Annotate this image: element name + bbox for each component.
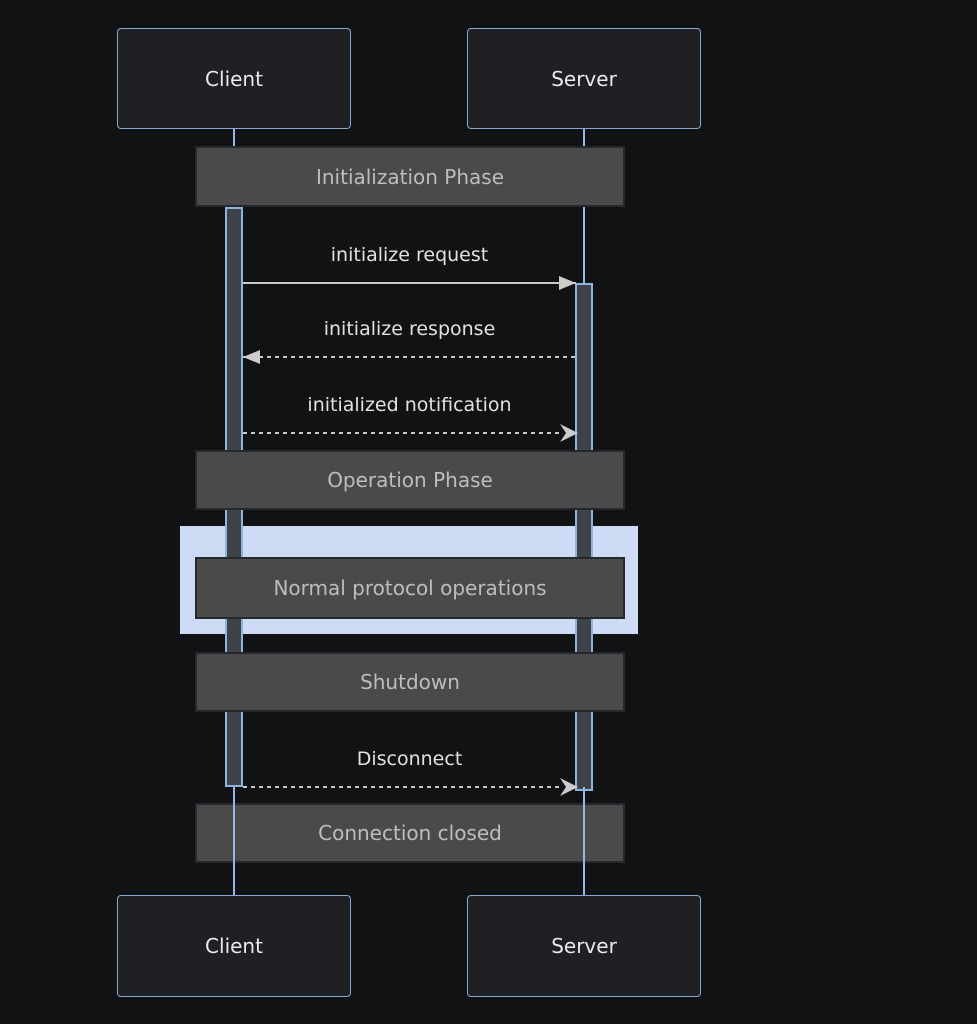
message-line-initialize-request [243, 282, 576, 284]
open-arrowhead-icon [560, 424, 578, 442]
note-label: Connection closed [318, 821, 502, 845]
actor-label: Server [551, 934, 617, 958]
message-label-disconnect: Disconnect [356, 748, 463, 770]
message-label-initialize-response: initialize response [323, 318, 496, 340]
note-normal-operations: Normal protocol operations [195, 557, 625, 619]
note-operation-phase: Operation Phase [195, 450, 625, 510]
actor-box-client-bottom: Client [117, 895, 351, 997]
actor-label: Client [205, 934, 263, 958]
filled-arrowhead-icon [243, 350, 260, 364]
note-initialization-phase: Initialization Phase [195, 146, 625, 207]
actor-box-server-bottom: Server [467, 895, 701, 997]
activation-bar-server [575, 283, 593, 791]
note-label: Initialization Phase [315, 164, 505, 189]
lifeline-server-lower [583, 787, 585, 895]
actor-box-server-top: Server [467, 28, 701, 129]
filled-arrowhead-icon [559, 276, 576, 290]
note-connection-closed: Connection closed [195, 803, 625, 863]
message-line-disconnect [243, 786, 563, 788]
note-label: Shutdown [360, 670, 460, 694]
actor-label: Client [205, 66, 263, 91]
message-line-initialize-response [243, 356, 576, 358]
actor-label: Server [551, 66, 617, 91]
actor-box-client-top: Client [117, 28, 351, 129]
note-label: Operation Phase [327, 468, 493, 492]
open-arrowhead-icon [560, 778, 578, 796]
message-label-initialized-notification: initialized notification [307, 394, 512, 416]
message-label-initialize-request: initialize request [330, 244, 489, 266]
message-line-initialized-notification [243, 432, 563, 434]
lifeline-client-lower [233, 787, 235, 895]
note-label: Normal protocol operations [273, 576, 547, 600]
note-shutdown: Shutdown [195, 652, 625, 712]
